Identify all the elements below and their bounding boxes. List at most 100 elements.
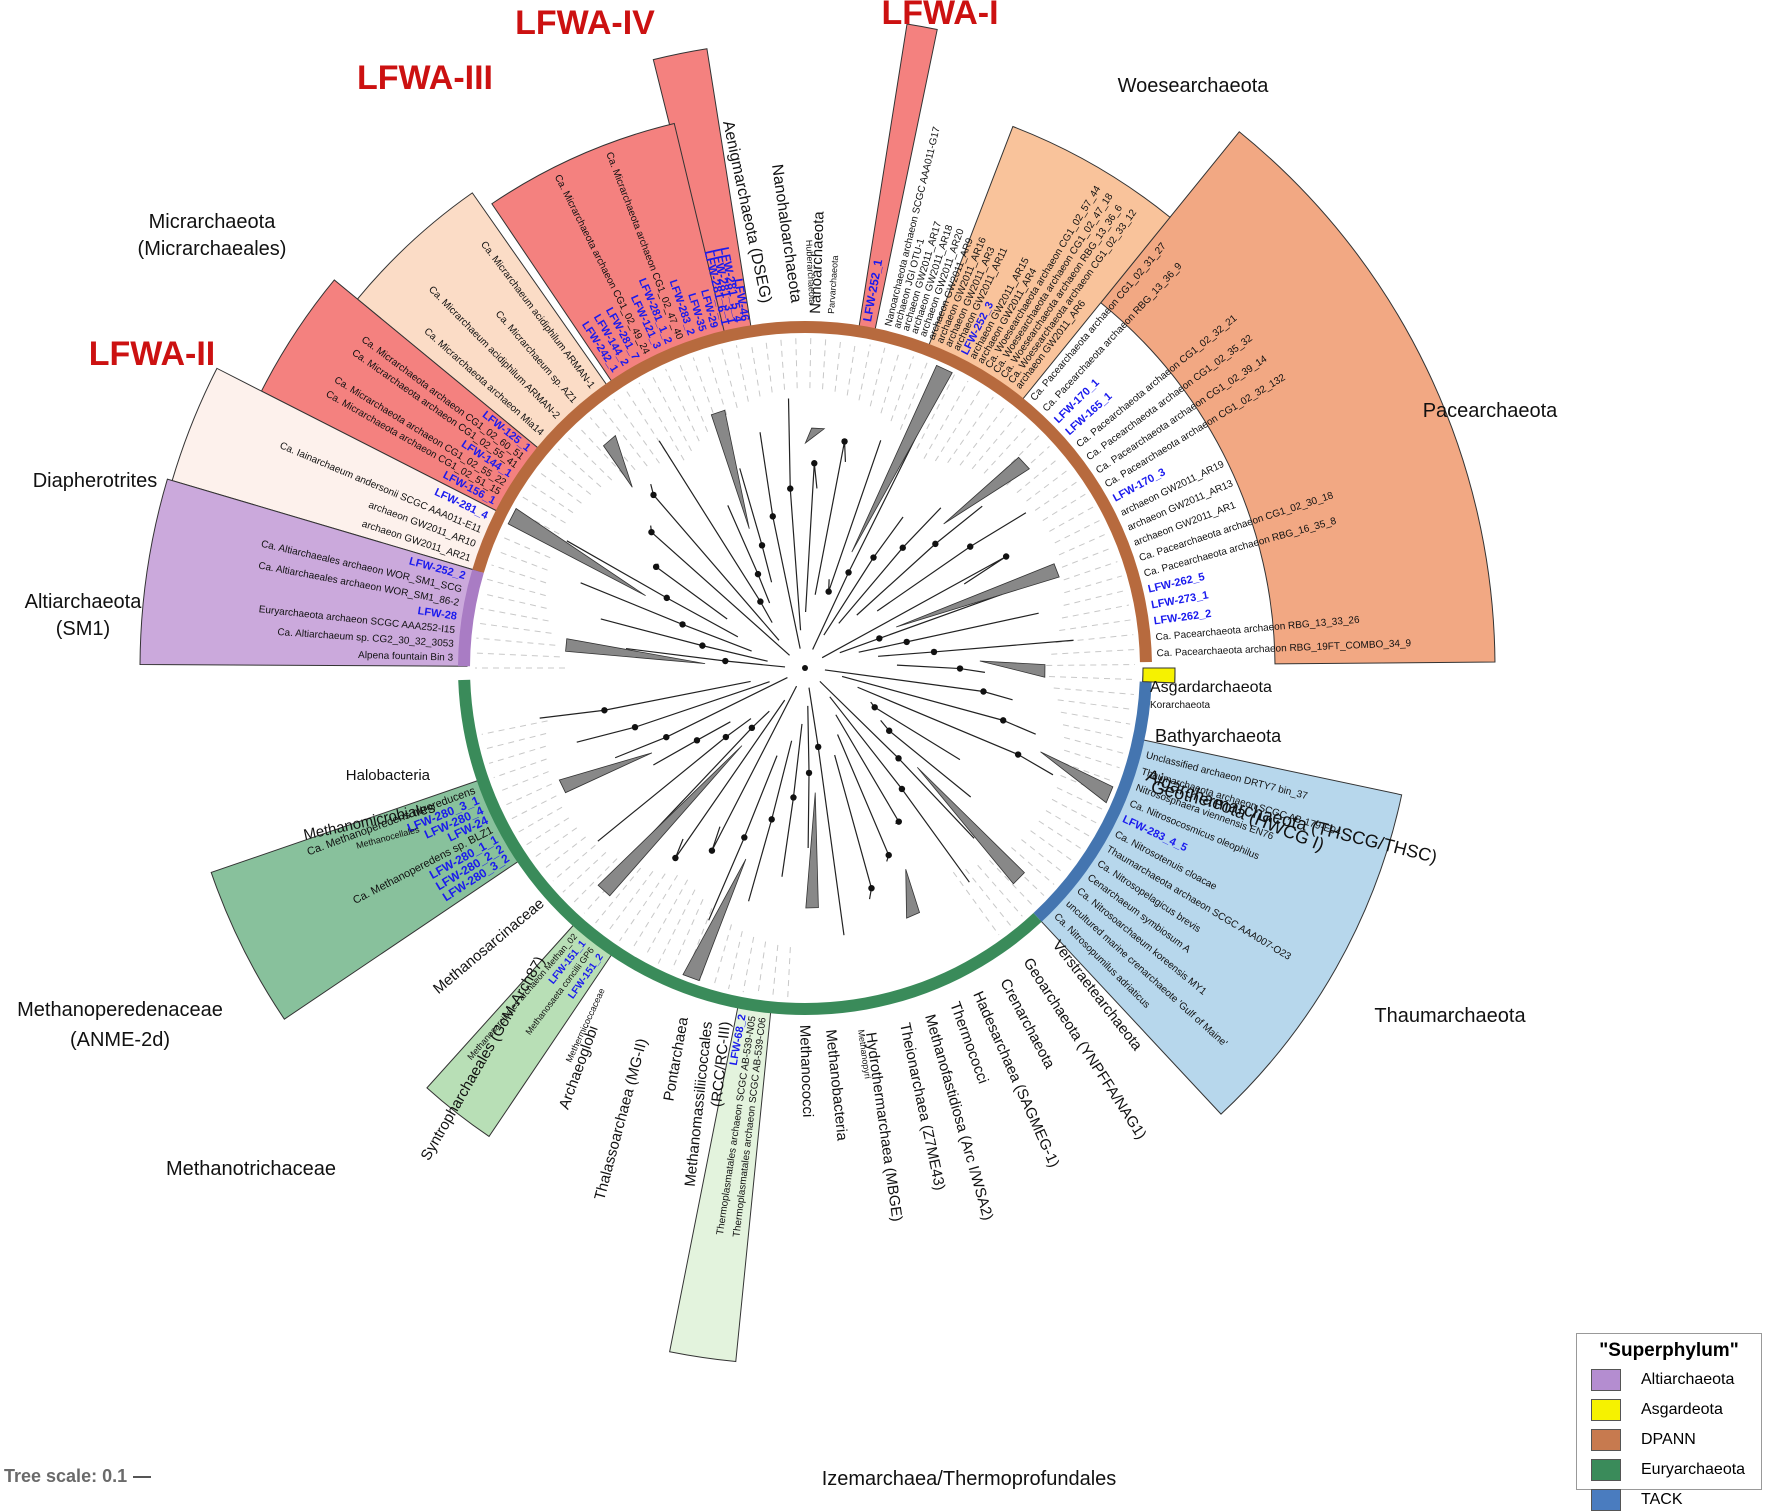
- clade-label-thaumarchaeota: Thaumarchaeota: [1374, 1005, 1526, 1027]
- leaf-guide: [651, 375, 692, 452]
- bootstrap-node: [754, 570, 762, 578]
- leaf-guide: [562, 851, 607, 893]
- bootstrap-node: [601, 707, 608, 714]
- collapsed-clade: [602, 434, 633, 488]
- leaf-guide: [483, 593, 547, 609]
- leaf-guide: [665, 368, 700, 442]
- leaf-guide: [952, 871, 1000, 936]
- clade-label-micrarchaeales: (Micrarchaeales): [138, 238, 287, 260]
- legend-swatch: [1591, 1369, 1621, 1391]
- bootstrap-node: [768, 816, 775, 823]
- lfw-leaf-label: LFW-28: [417, 605, 458, 623]
- leaf-guide: [539, 471, 582, 504]
- leaf-guide: [671, 899, 704, 971]
- tree-branch: [824, 669, 1013, 701]
- leaf-guide: [1049, 506, 1094, 532]
- bootstrap-node: [722, 657, 729, 665]
- bootstrap-node: [815, 743, 822, 751]
- leaf-guide: [728, 931, 743, 990]
- legend-label: Euryarchaeota: [1641, 1461, 1746, 1478]
- tree-root: [802, 665, 808, 671]
- leaf-guide: [1021, 839, 1064, 874]
- leaf-guide: [1064, 736, 1124, 754]
- tree-branch: [787, 398, 802, 631]
- bootstrap-node: [899, 544, 906, 551]
- leaf-guide: [487, 578, 546, 597]
- leaf-guide: [1016, 457, 1060, 494]
- clade-label-izemarchaea: Izemarchaea/Thermoprofundales: [822, 1468, 1117, 1490]
- leaf-guide: [959, 405, 1006, 466]
- clade-sectors: [139, 23, 1496, 1363]
- leaf-guide: [1063, 589, 1126, 606]
- bootstrap-node: [898, 785, 906, 793]
- legend-swatch: [1591, 1459, 1621, 1481]
- collapsed-clade: [558, 752, 653, 794]
- collapsed-clade: [917, 767, 1025, 885]
- leaf-guide: [557, 448, 602, 488]
- leaf-guide: [1051, 649, 1135, 655]
- leaf-guide: [481, 720, 548, 735]
- bootstrap-node: [895, 755, 902, 762]
- leaf-guide: [543, 836, 586, 870]
- tree-branch: [580, 582, 752, 652]
- leaf-guide: [742, 936, 755, 993]
- bootstrap-node: [999, 717, 1007, 724]
- clade-label-lfwa-iii: LFWA-III: [357, 59, 493, 97]
- tree-branch: [655, 563, 728, 620]
- leaf-guide: [657, 889, 696, 964]
- leaf-guide: [1063, 561, 1118, 581]
- tree-branch: [838, 507, 942, 624]
- tree-branch: [876, 512, 1027, 612]
- leaf-guide: [890, 356, 914, 422]
- leaf-guide: [504, 783, 553, 806]
- tree-branch: [814, 441, 847, 595]
- collapsed-clade: [979, 660, 1046, 678]
- sector-pacearchaeota: [1100, 131, 1496, 665]
- leaf-guide: [595, 867, 642, 924]
- tree-branch: [711, 685, 798, 851]
- clade-label-methanococci: Methanococci: [796, 1025, 816, 1118]
- leaf-guide: [947, 396, 994, 464]
- bootstrap-node: [663, 594, 670, 602]
- tree-branch: [812, 424, 923, 650]
- collapsed-clade: [896, 563, 1060, 628]
- tree-branch: [658, 440, 773, 623]
- leaf-guide: [965, 868, 1012, 927]
- legend-item-dpann: DPANN: [1591, 1428, 1761, 1452]
- tree-branch: [870, 701, 961, 761]
- clade-label-micrarchaeota: Micrarchaeota: [149, 211, 277, 233]
- leaf-guide: [772, 944, 779, 997]
- leaf-guide: [899, 361, 929, 430]
- collapsed-clade: [710, 409, 750, 529]
- tree-branch: [650, 525, 790, 656]
- collapsed-clade: [1040, 751, 1114, 804]
- clade-label-methanobacteria: Methanobacteria: [822, 1029, 851, 1143]
- bootstrap-node: [1002, 553, 1010, 560]
- leaf-guide: [1042, 493, 1086, 521]
- leaf-guide: [1062, 762, 1115, 783]
- leaf-guide: [971, 414, 1018, 470]
- leaf-guide: [1046, 664, 1135, 666]
- tree-branch: [614, 677, 788, 759]
- leaf-guide: [1011, 847, 1055, 885]
- leaf-guide: [644, 879, 689, 957]
- tree-scale-label: Tree scale: 0.1: [4, 1466, 128, 1486]
- bootstrap-node: [903, 638, 910, 646]
- bootstrap-node: [679, 621, 686, 628]
- leaf-guide: [795, 338, 798, 389]
- clade-label-sm1: (SM1): [56, 618, 110, 640]
- leaf-guide: [780, 338, 786, 390]
- tree-branches: [507, 364, 1114, 982]
- tree-branch: [837, 734, 890, 862]
- tree-branch: [858, 612, 1039, 653]
- tree-branch: [807, 705, 810, 848]
- tree-branch: [880, 719, 972, 798]
- leaf-guide: [1057, 699, 1133, 710]
- ring-asgard: [1142, 667, 1176, 684]
- leaf-guide: [526, 817, 570, 846]
- leaf-label: Alpena fountain Bin 3: [358, 650, 454, 664]
- leaf-guide: [1058, 533, 1107, 556]
- bootstrap-node: [741, 834, 748, 841]
- clade-label-bathyarchaeota: Bathyarchaeota: [1155, 726, 1282, 746]
- bootstrap-node: [811, 460, 818, 467]
